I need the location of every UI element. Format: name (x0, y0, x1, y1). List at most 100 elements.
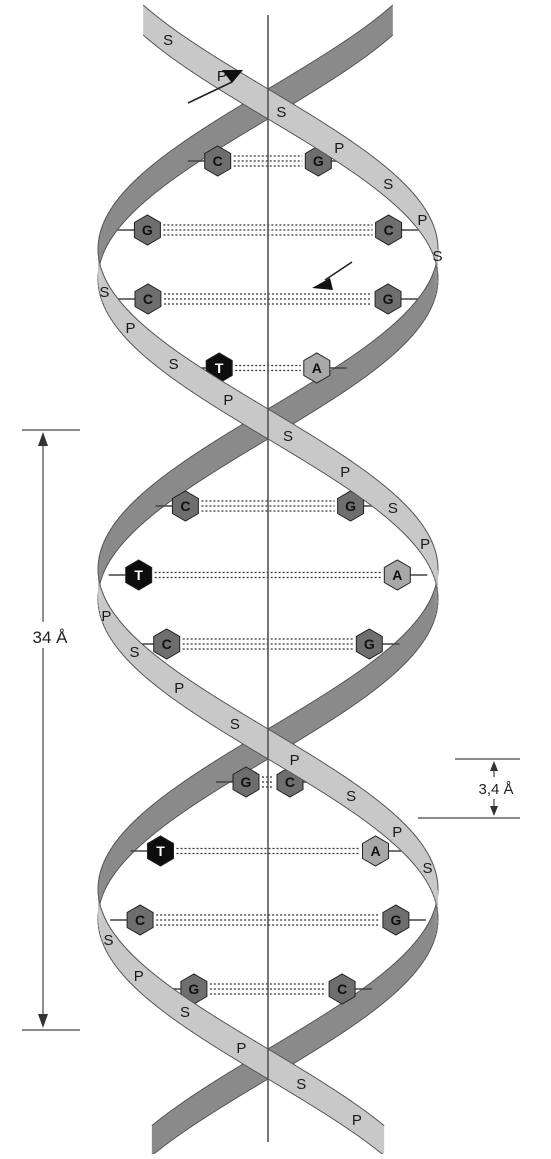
phosphate-label: P (352, 1112, 362, 1129)
strand-b-segment (174, 29, 180, 64)
strand-b-segment (248, 717, 256, 752)
strand-b-segment (393, 173, 398, 208)
strand-a-segment (339, 1093, 346, 1128)
strand-a-segment (378, 653, 384, 688)
base-left-label: C (135, 912, 145, 928)
strand-b-segment (401, 313, 406, 348)
strand-b-segment (208, 441, 215, 476)
strand-b-segment (430, 217, 432, 252)
strand-b-segment (178, 461, 185, 496)
strand-b-segment (111, 609, 114, 644)
strand-a-segment (372, 17, 378, 52)
strand-b-segment (214, 1077, 221, 1112)
phosphate-label: P (392, 824, 402, 841)
strand-a-segment (362, 665, 368, 700)
strand-a-segment (378, 481, 384, 516)
strand-b-segment (202, 1085, 209, 1120)
base-right-label: A (312, 360, 322, 376)
strand-a-segment (209, 1013, 216, 1048)
strand-b-segment (197, 45, 204, 80)
strand-a-segment (104, 857, 106, 892)
strand-b-segment (203, 689, 210, 724)
strand-a-segment (373, 1117, 379, 1152)
base-left-label: G (241, 774, 252, 790)
strand-a-segment (142, 809, 147, 844)
strand-b-segment (234, 1065, 242, 1100)
strand-a-segment (326, 689, 333, 724)
strand-a-segment (185, 357, 192, 392)
strand-a-segment (147, 165, 153, 200)
strand-b-segment (191, 41, 198, 76)
strand-b-segment (321, 761, 328, 796)
base-right-label: C (285, 774, 295, 790)
base-right-label: G (390, 912, 401, 928)
strand-a-segment (162, 153, 168, 188)
strand-b-segment (216, 697, 223, 732)
strand-a-segment (333, 449, 340, 484)
strand-b-segment (241, 713, 249, 748)
strand-a-segment (173, 145, 179, 180)
strand-b-segment (425, 925, 428, 960)
strand-a-segment (356, 29, 362, 64)
strand-b-segment (405, 309, 409, 344)
base-left-label: C (143, 291, 153, 307)
strand-a-segment (123, 829, 127, 864)
strand-a-segment (178, 781, 185, 816)
strand-a-segment (314, 1077, 321, 1112)
strand-a-segment (222, 1021, 229, 1056)
strand-b-segment (281, 737, 289, 772)
strand-a-segment (134, 177, 139, 212)
strand-b-segment (143, 5, 148, 40)
base-left-label: T (134, 567, 143, 583)
strand-a-segment (248, 397, 256, 432)
strand-b-segment (327, 125, 334, 160)
strand-a-segment (168, 985, 174, 1020)
strand-b-segment (163, 661, 169, 696)
strand-a-segment (344, 677, 351, 712)
strand-b-segment (422, 929, 425, 964)
strand-b-segment (123, 509, 127, 544)
strand-a-segment (419, 613, 422, 648)
strand-a-segment (163, 981, 169, 1016)
base-left-label: T (156, 843, 165, 859)
strand-a-segment (126, 825, 130, 860)
strand-a-segment (114, 293, 117, 328)
phosphate-label: P (417, 212, 427, 229)
sugar-label: S (422, 860, 432, 877)
strand-b-segment (429, 917, 431, 952)
strand-b-segment (178, 1101, 185, 1136)
strand-a-segment (401, 633, 406, 668)
strand-b-segment (227, 429, 234, 464)
phosphate-label: P (334, 140, 344, 157)
strand-a-segment (268, 409, 276, 444)
strand-a-segment (332, 45, 339, 80)
strand-b-segment (148, 9, 154, 44)
sugar-label: S (432, 248, 442, 265)
strand-b-segment (153, 653, 159, 688)
strand-b-segment (413, 193, 417, 228)
strand-b-segment (419, 933, 422, 968)
strand-a-segment (197, 365, 204, 400)
strand-a-segment (173, 785, 179, 820)
rise-label: 3,4 Å (478, 781, 513, 798)
phosphate-label: P (290, 752, 300, 769)
base-right-label: A (370, 843, 380, 859)
strand-a-segment (158, 977, 164, 1012)
strand-b-segment (248, 77, 256, 112)
strand-a-segment (214, 757, 221, 792)
strand-a-segment (362, 1109, 368, 1144)
sugar-label: S (388, 500, 398, 517)
strand-b-segment (338, 361, 345, 396)
strand-b-segment (203, 49, 210, 84)
strand-a-segment (367, 661, 373, 696)
strand-b-segment (367, 981, 373, 1016)
strand-b-segment (429, 277, 431, 312)
strand-b-segment (416, 837, 420, 872)
strand-a-segment (120, 301, 124, 336)
strand-a-segment (203, 1009, 210, 1044)
strand-b-segment (392, 961, 397, 996)
strand-a-segment (148, 329, 154, 364)
strand-b-segment (428, 213, 430, 248)
strand-a-segment (362, 469, 368, 504)
strand-b-segment (416, 297, 420, 332)
